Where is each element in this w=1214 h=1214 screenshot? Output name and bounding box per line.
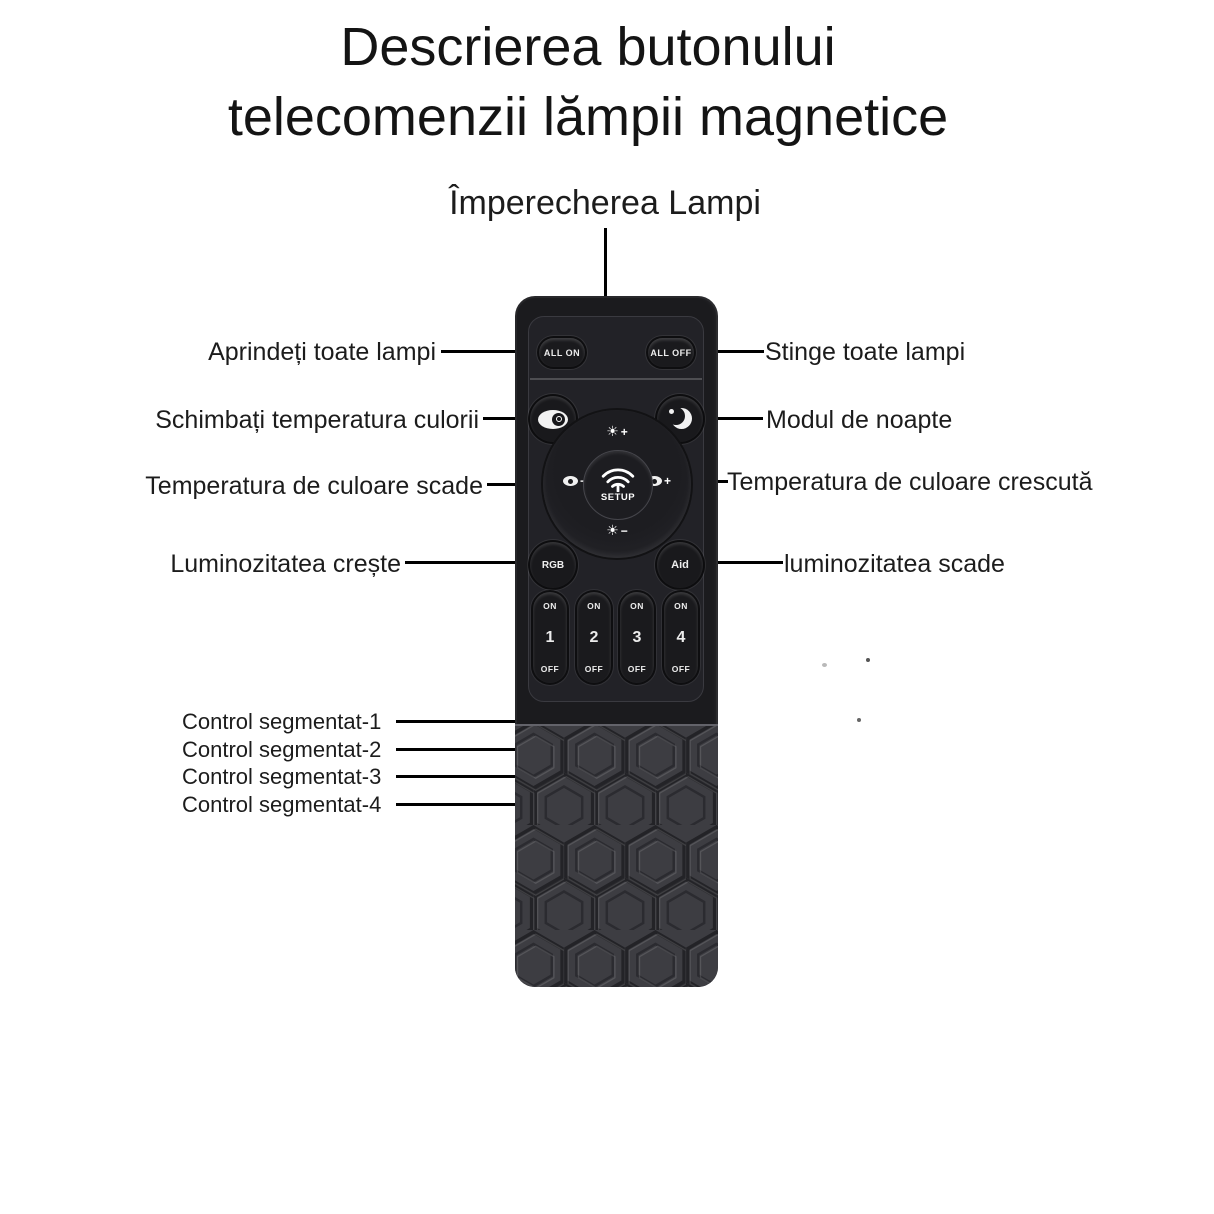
hex-area-edge-highlight <box>515 724 718 726</box>
all-off-button-label: ALL OFF <box>650 347 692 358</box>
segment1-on-label: ON <box>543 601 557 611</box>
honeycomb-pattern <box>515 726 718 987</box>
segment-button-4: ON 4 OFF <box>664 592 698 683</box>
segment3-on-label: ON <box>630 601 644 611</box>
rgb-button-label: RGB <box>541 559 565 571</box>
aid-button-label: Aid <box>671 559 689 571</box>
label-brightness-down: luminozitatea scade <box>784 550 1005 578</box>
cct-change-callout-line <box>483 417 533 420</box>
label-night-mode: Modul de noapte <box>766 406 953 434</box>
wifi-icon <box>601 468 635 492</box>
remote-control: ALL ON ALL OFF ☀+ ☀− − + <box>515 296 718 987</box>
panel-divider <box>530 378 702 380</box>
label-cct-down: Temperatura de culoare scade <box>145 472 483 500</box>
label-segment-3: Control segmentat-3 <box>182 764 382 789</box>
page-title: Descrierea butonului telecomenzii lămpii… <box>0 12 1176 152</box>
label-segment-2: Control segmentat-2 <box>182 737 382 762</box>
cct-plus-icon <box>646 476 662 486</box>
minus-sign: − <box>620 523 628 538</box>
label-segment-4: Control segmentat-4 <box>182 792 382 817</box>
segment4-on-label: ON <box>674 601 688 611</box>
rgb-button: RGB <box>530 542 576 588</box>
label-all-on: Aprindeți toate lampi <box>208 338 436 366</box>
segment4-number: 4 <box>676 628 686 646</box>
plus-sign: + <box>663 474 671 488</box>
cct-minus-icon <box>562 476 578 486</box>
all-on-callout-line <box>441 350 537 353</box>
all-off-callout-line <box>696 350 764 353</box>
hex-texture-area <box>515 726 718 987</box>
setup-button-label: SETUP <box>600 492 636 503</box>
moon-icon <box>667 407 692 431</box>
pairing-label: Împerecherea Lampi <box>449 184 761 222</box>
all-off-button: ALL OFF <box>648 338 694 367</box>
segment4-off-label: OFF <box>671 664 691 674</box>
segment2-number: 2 <box>589 628 599 646</box>
segment2-callout-line <box>396 748 595 751</box>
photo-speck <box>857 718 861 722</box>
sun-icon: ☀ <box>606 522 619 538</box>
segment3-off-label: OFF <box>627 664 647 674</box>
segment-button-2: ON 2 OFF <box>577 592 611 683</box>
photo-speck <box>822 663 827 667</box>
segment1-off-label: OFF <box>540 664 560 674</box>
brightness-up-key: ☀+ <box>543 423 691 440</box>
label-brightness-up: Luminozitatea crește <box>170 550 401 578</box>
label-all-off: Stinge toate lampi <box>765 338 966 366</box>
label-cct-change: Schimbați temperatura culorii <box>155 406 479 434</box>
color-temperature-icon <box>538 409 568 429</box>
photo-speck <box>866 658 870 662</box>
sun-icon: ☀ <box>606 423 619 439</box>
all-on-button: ALL ON <box>539 338 585 367</box>
all-on-button-label: ALL ON <box>543 347 581 358</box>
aid-button: Aid <box>657 542 703 588</box>
setup-button: SETUP <box>583 450 653 520</box>
label-cct-up: Temperatura de culoare crescută <box>727 468 1093 496</box>
dial-pad: ☀+ ☀− − + SETUP <box>543 410 691 558</box>
segment1-number: 1 <box>545 628 555 646</box>
brightness-down-key: ☀− <box>543 522 691 539</box>
title-line-1: Descrierea butonului <box>340 17 836 77</box>
segment2-off-label: OFF <box>584 664 604 674</box>
night-mode-callout-line <box>701 417 763 420</box>
label-segment-1: Control segmentat-1 <box>182 709 382 734</box>
segment-button-3: ON 3 OFF <box>620 592 654 683</box>
title-line-2: telecomenzii lămpii magnetice <box>227 87 949 147</box>
plus-sign: + <box>620 424 628 439</box>
segment2-on-label: ON <box>587 601 601 611</box>
segment3-number: 3 <box>632 628 642 646</box>
segment1-callout-line <box>396 720 551 723</box>
cct-up-key: + <box>639 474 679 488</box>
segment-button-1: ON 1 OFF <box>533 592 567 683</box>
night-mode-button <box>657 396 703 442</box>
